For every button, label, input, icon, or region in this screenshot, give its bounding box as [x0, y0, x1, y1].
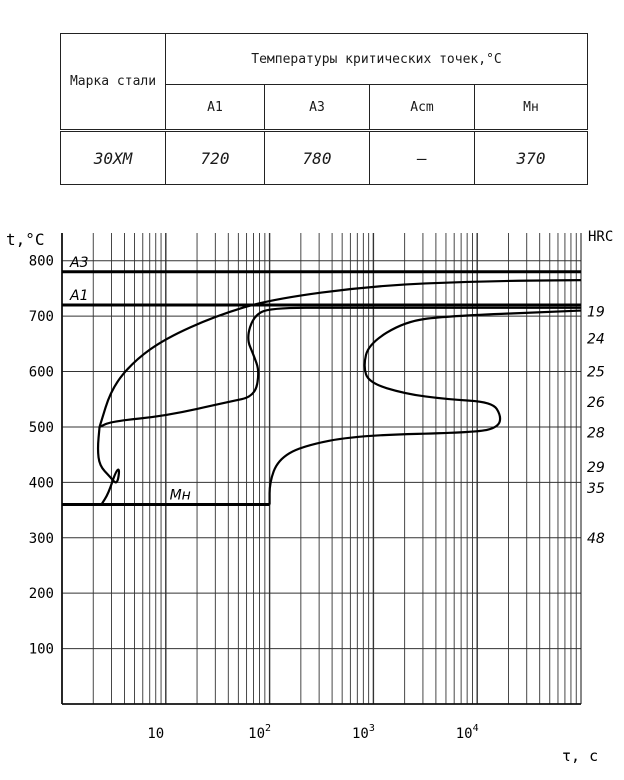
x-tick-exponent: 4 [473, 723, 479, 734]
curves [96, 279, 582, 506]
hrc-label: 35 [587, 481, 605, 497]
x-tick-label: 103 [352, 723, 375, 742]
hrc-label: 24 [587, 331, 605, 347]
critical-line-label-1: A1 [69, 288, 88, 304]
y-tick-label: 800 [29, 254, 54, 270]
x-tick-label: 102 [248, 723, 271, 742]
hrc-label: 26 [587, 395, 605, 411]
y-tick-label: 300 [29, 531, 54, 547]
x-tick-label: 10 [147, 726, 164, 742]
grade-value: 30ХМ [60, 129, 166, 185]
col-a3: A3 [264, 84, 370, 131]
y-tick-label: 400 [29, 475, 54, 491]
hrc-labels: 19 24 25 26 28 29 35 48 [587, 305, 605, 547]
y-tick-label: 600 [29, 365, 54, 381]
temps-header: Температуры критических точек,°С [165, 33, 588, 85]
y-tick-label: 100 [29, 642, 54, 658]
curve-3 [268, 309, 582, 505]
hrc-label: 28 [587, 425, 605, 441]
curve-2 [99, 306, 581, 428]
y-tick-label: 500 [29, 420, 54, 436]
grade-header: Марка стали [60, 33, 166, 131]
hrc-label: 25 [587, 365, 605, 381]
col-a1: A1 [165, 84, 265, 131]
hrc-axis-label: HRC [588, 229, 613, 245]
value-mn: 370 [474, 129, 588, 185]
critical-line-label-0: A3 [69, 255, 88, 271]
y-axis-label: t,°С [6, 230, 45, 249]
value-acm: — [369, 129, 475, 185]
hrc-label: 48 [587, 531, 605, 547]
curve-0 [98, 279, 582, 428]
curve-1 [96, 426, 121, 506]
x-tick-label: 104 [456, 723, 479, 742]
critical-line-label-2: Mн [170, 488, 191, 504]
col-mn: Mн [474, 84, 588, 131]
col-acm: Acm [369, 84, 475, 131]
hrc-label: 29 [587, 460, 605, 476]
x-tick-exponent: 3 [369, 723, 375, 734]
y-tick-label: 200 [29, 586, 54, 602]
x-tick-exponent: 2 [265, 723, 271, 734]
properties-table: Марка стали Температуры критических точе… [60, 33, 588, 185]
value-a1: 720 [165, 129, 265, 185]
x-axis-label: τ, с [562, 747, 598, 765]
value-a3: 780 [264, 129, 370, 185]
hrc-label: 19 [587, 305, 605, 321]
y-tick-label: 700 [29, 309, 54, 325]
